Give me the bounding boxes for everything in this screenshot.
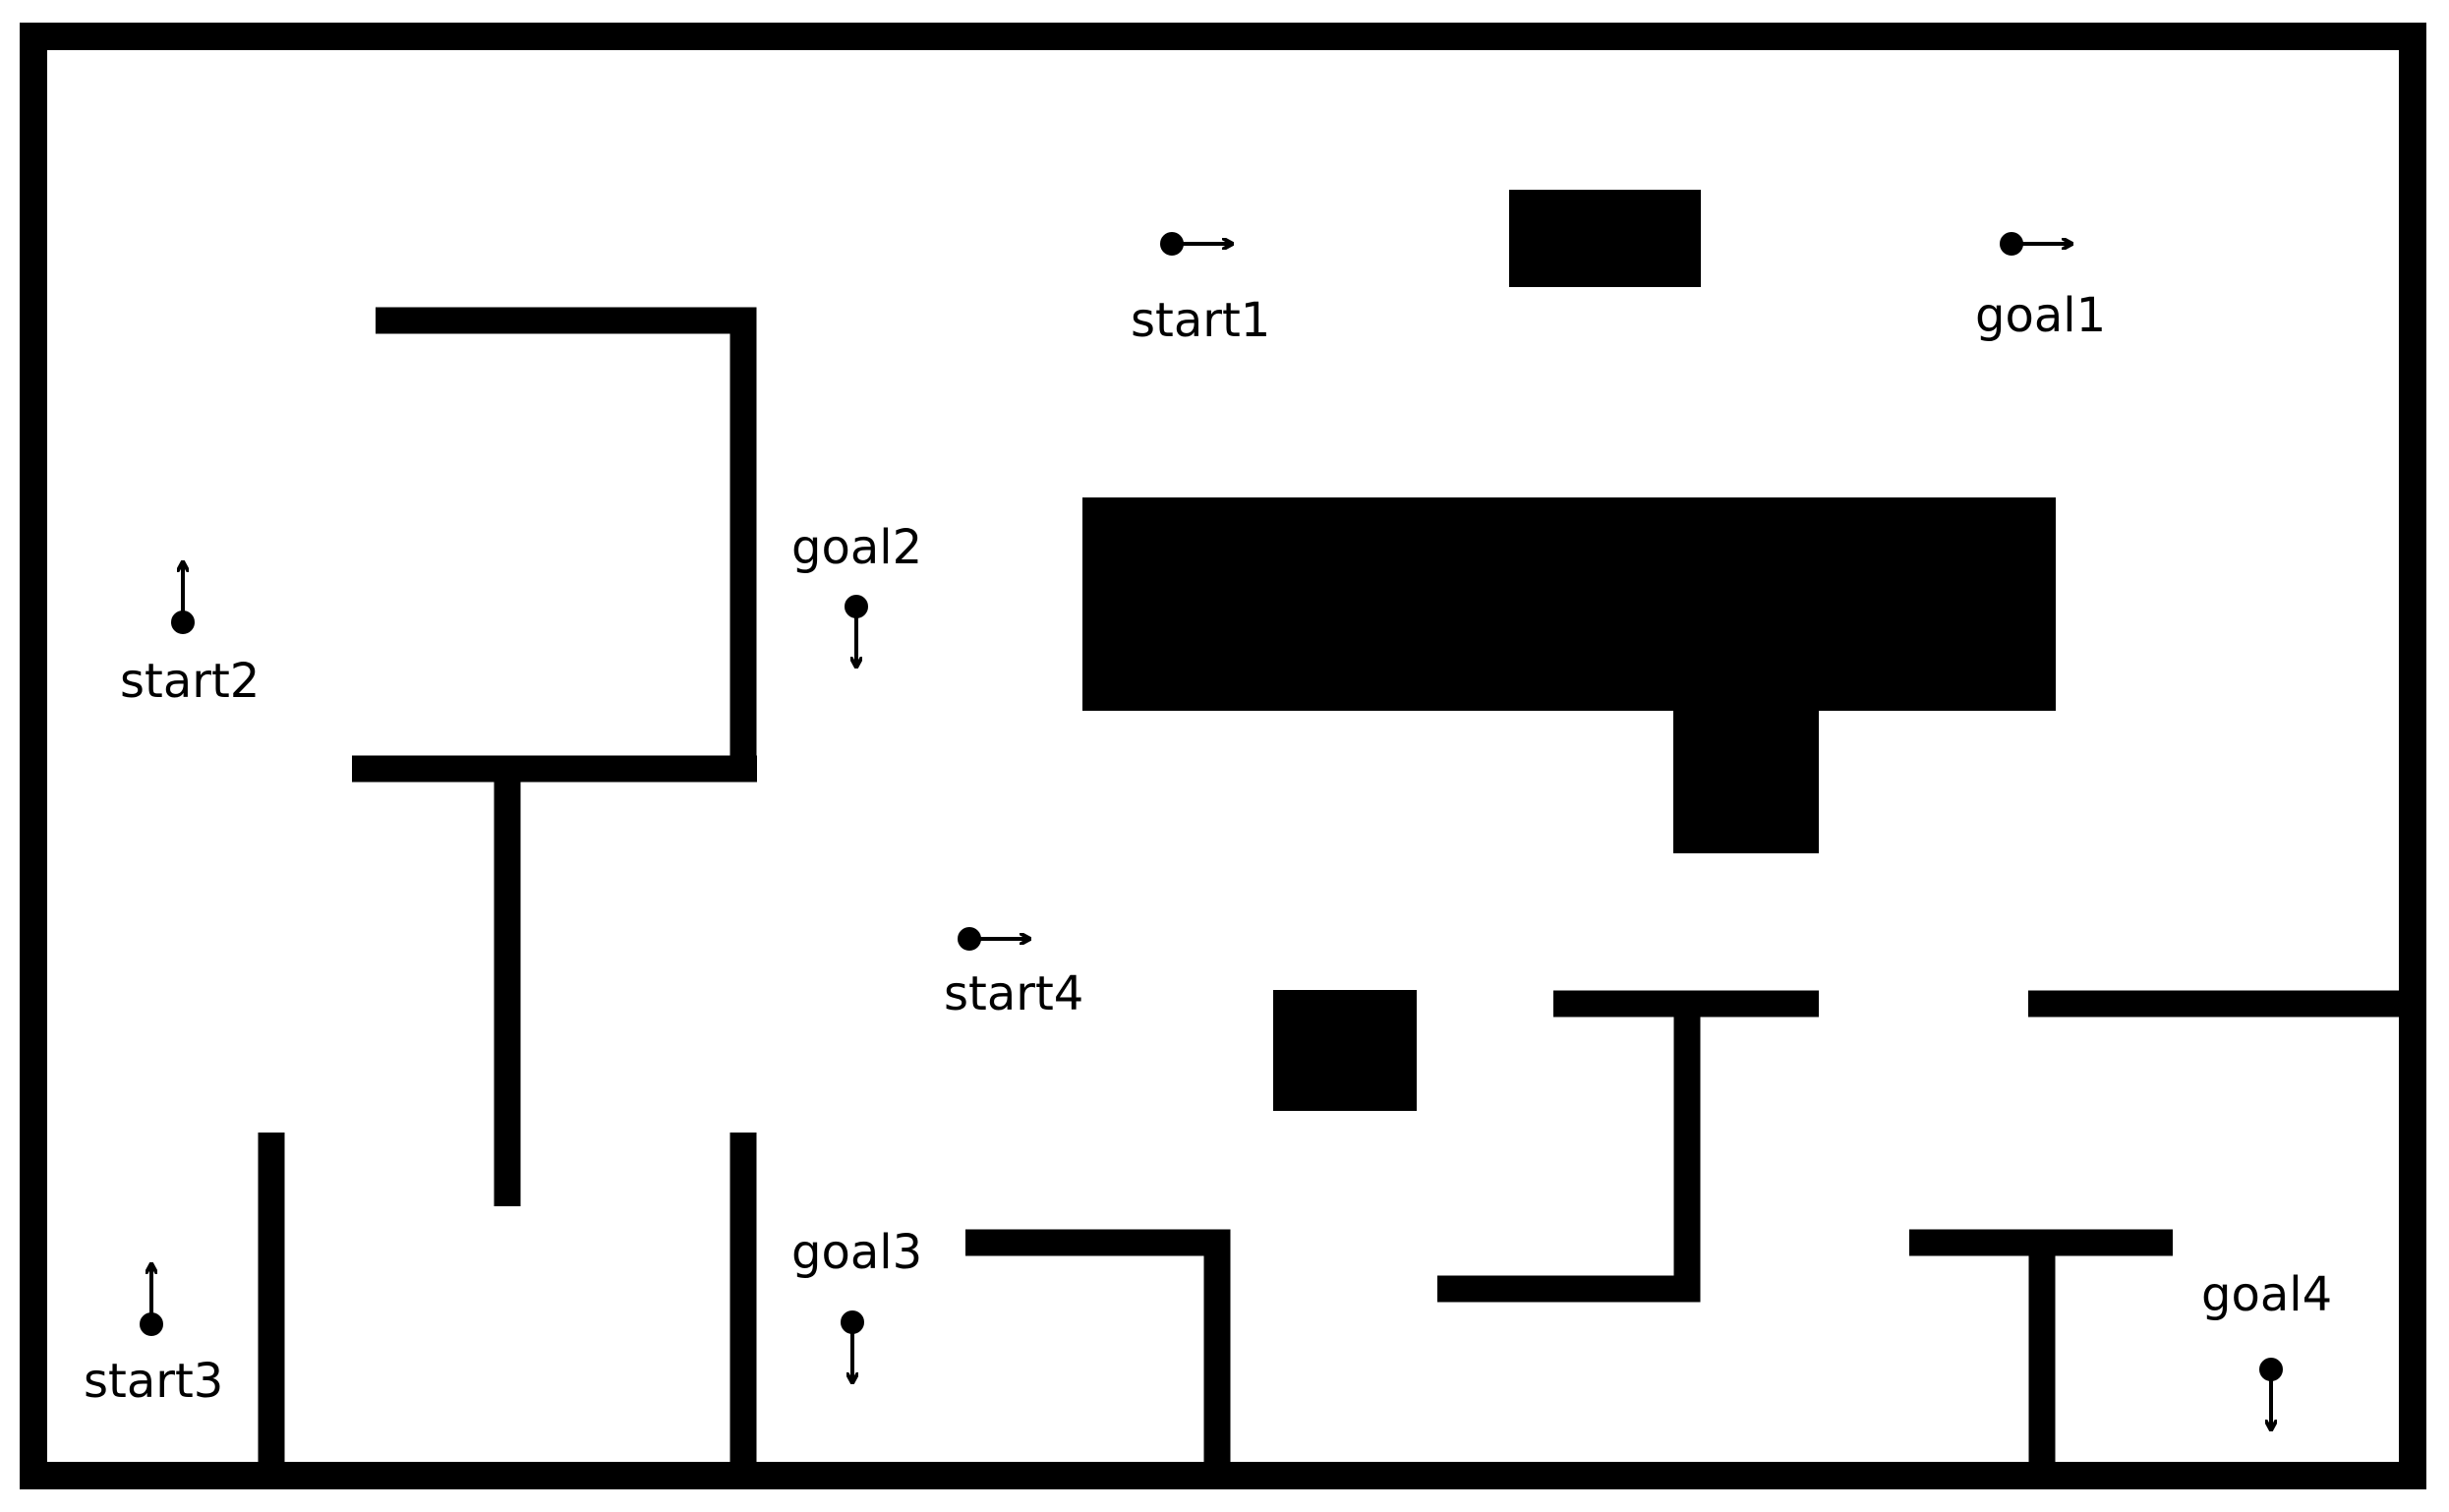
label-start2: start2 [120, 654, 260, 709]
obstacle-large-stem [1673, 711, 1819, 853]
label-goal1: goal1 [1975, 288, 2106, 343]
label-start3: start3 [84, 1354, 223, 1409]
marker-start2 [171, 562, 195, 634]
label-goal2: goal2 [791, 520, 922, 575]
label-start1: start1 [1131, 293, 1270, 348]
marker-start3 [140, 1264, 163, 1336]
marker-start4 [958, 927, 1029, 951]
label-start4: start4 [944, 966, 1083, 1021]
marker-start1 [1160, 232, 1232, 256]
obstacle-middle-square [1273, 990, 1417, 1111]
marker-goal3 [841, 1310, 864, 1382]
marker-goal2 [845, 595, 868, 667]
obstacle-large-main [1082, 497, 2056, 711]
interior-walls [258, 307, 2413, 1476]
obstacle-top-small [1509, 190, 1701, 287]
marker-labels: start1 goal1 start2 goal2 start3 goal3 s… [84, 288, 2332, 1409]
marker-goal1 [2000, 232, 2071, 256]
wall-middle-t-stem [1437, 1004, 1701, 1303]
pose-markers [140, 232, 2283, 1429]
wall-top-left-bracket [376, 307, 757, 782]
marker-goal4 [2259, 1358, 2283, 1429]
wall-bottom-l-shape [965, 1229, 1231, 1476]
obstacles [1082, 190, 2056, 1111]
label-goal4: goal4 [2201, 1267, 2332, 1322]
label-goal3: goal3 [791, 1225, 922, 1280]
